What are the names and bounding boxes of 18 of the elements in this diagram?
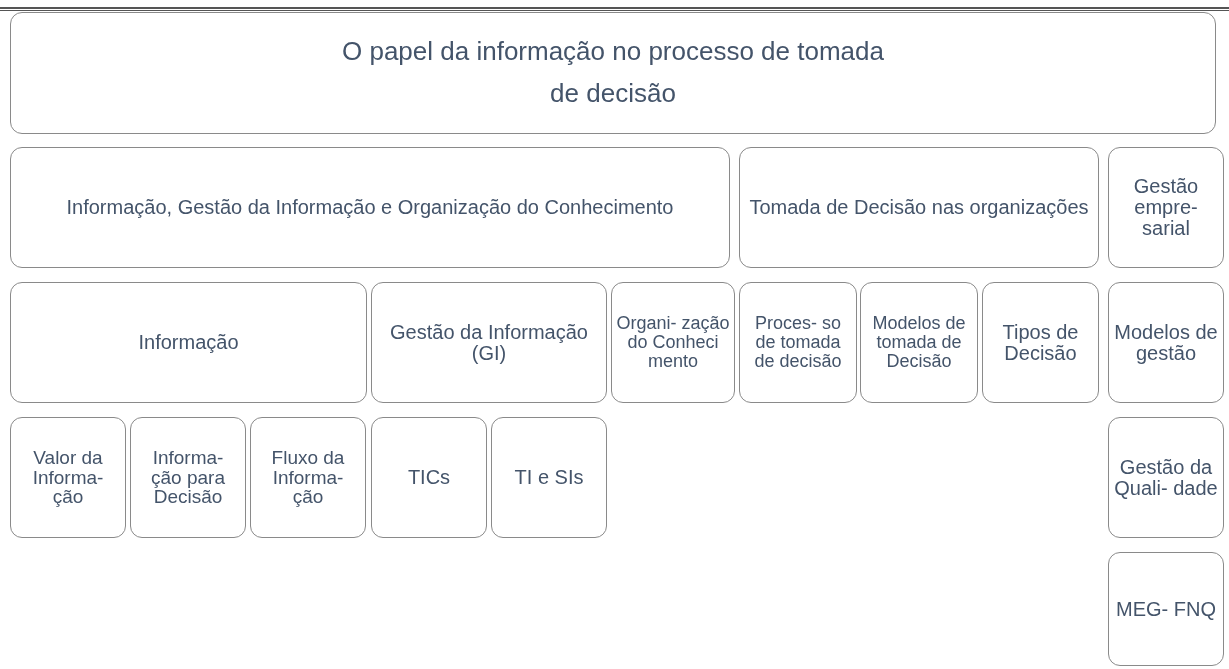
topic-box: TI e SIs [491, 417, 607, 538]
topic-box: Gestão da Informação (GI) [371, 282, 607, 403]
topic-box: Tomada de Decisão nas organizações [739, 147, 1099, 268]
topic-box: Informação [10, 282, 367, 403]
topic-box: Organi- zação do Conheci mento [611, 282, 735, 403]
topic-box: Valor da Informa- ção [10, 417, 126, 538]
topic-box: Informação, Gestão da Informação e Organização do Conhecimento [10, 147, 730, 268]
topic-box: Proces- so de tomada de decisão [739, 282, 857, 403]
topic-box: Tipos de Decisão [982, 282, 1099, 403]
topic-box: Fluxo da Informa- ção [250, 417, 366, 538]
topic-box: O papel da informação no processo de tomada de decisão [10, 12, 1216, 134]
topic-box: Informa- ção para Decisão [130, 417, 246, 538]
topic-box: MEG- FNQ [1108, 552, 1224, 666]
topic-box: Modelos de gestão [1108, 282, 1224, 403]
topic-box: TICs [371, 417, 487, 538]
topic-box: Gestão empre- sarial [1108, 147, 1224, 268]
topic-box: Gestão da Quali- dade [1108, 417, 1224, 538]
topic-box: Modelos de tomada de Decisão [860, 282, 978, 403]
